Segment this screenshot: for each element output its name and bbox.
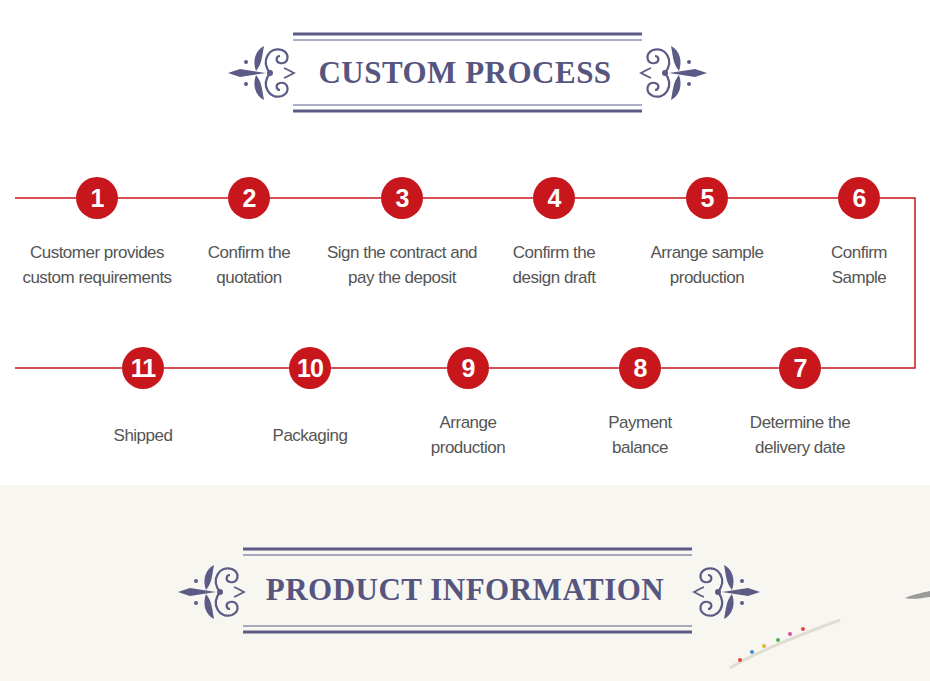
step-label: Confirm Sample <box>819 240 899 290</box>
step-circle: 10Packaging <box>289 347 331 389</box>
step-circle: 2Confirm the quotation <box>228 177 270 219</box>
flow-line <box>164 367 289 369</box>
step-label: Customer provides custom requirements <box>7 240 187 290</box>
flow-line <box>270 197 381 199</box>
step-label: Payment balance <box>600 410 680 460</box>
step-circle: 8Payment balance <box>619 347 661 389</box>
step-circle: 6Confirm Sample <box>838 177 880 219</box>
flow-line <box>118 197 228 199</box>
step-label: Arrange production <box>416 410 520 460</box>
step-label: Packaging <box>230 423 390 448</box>
flow-line <box>728 197 838 199</box>
step-circle: 11Shipped <box>122 347 164 389</box>
step-number: 11 <box>122 347 164 389</box>
step-number: 9 <box>447 347 489 389</box>
step-number: 4 <box>533 177 575 219</box>
flow-line <box>489 367 619 369</box>
flow-line <box>423 197 533 199</box>
step-label: Arrange sample production <box>632 240 782 290</box>
flow-line <box>821 198 915 368</box>
step-number: 7 <box>779 347 821 389</box>
step-label: Confirm the design draft <box>502 240 606 290</box>
step-circle: 7Determine the delivery date <box>779 347 821 389</box>
step-circle: 3Sign the contract and pay the deposit <box>381 177 423 219</box>
section-heading: CUSTOM PROCESS <box>0 55 930 91</box>
flow-line <box>575 197 686 199</box>
step-label: Confirm the quotation <box>199 240 299 290</box>
step-circle: 1Customer provides custom requirements <box>76 177 118 219</box>
step-number: 8 <box>619 347 661 389</box>
section-heading: PRODUCT INFORMATION <box>0 572 930 608</box>
step-number: 2 <box>228 177 270 219</box>
flow-line <box>331 367 447 369</box>
step-number: 5 <box>686 177 728 219</box>
step-label: Determine the delivery date <box>738 410 862 460</box>
step-number: 10 <box>289 347 331 389</box>
step-circle: 5Arrange sample production <box>686 177 728 219</box>
step-label: Shipped <box>63 423 223 448</box>
step-circle: 4Confirm the design draft <box>533 177 575 219</box>
step-number: 6 <box>838 177 880 219</box>
step-number: 3 <box>381 177 423 219</box>
step-circle: 9Arrange production <box>447 347 489 389</box>
step-label: Sign the contract and pay the deposit <box>314 240 490 290</box>
flow-line <box>661 367 779 369</box>
step-number: 1 <box>76 177 118 219</box>
